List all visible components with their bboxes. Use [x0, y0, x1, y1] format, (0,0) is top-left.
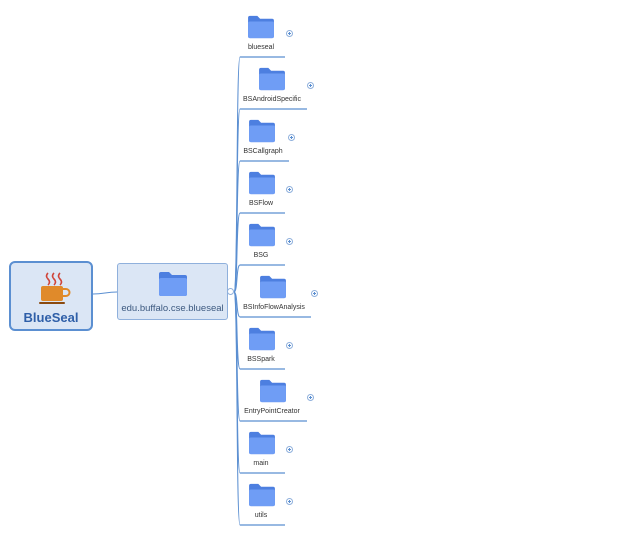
expand-icon[interactable] — [286, 446, 293, 453]
child-label: BSSpark — [247, 356, 275, 363]
expand-icon[interactable] — [307, 394, 314, 401]
folder-icon — [260, 275, 286, 299]
expand-icon[interactable] — [286, 342, 293, 349]
folder-icon — [259, 67, 285, 91]
folder — [248, 119, 276, 148]
child-label: EntryPointCreator — [244, 408, 300, 415]
folder — [248, 171, 276, 200]
expand-icon[interactable] — [307, 82, 314, 89]
collapse-toggle[interactable] — [227, 288, 234, 295]
expand-icon[interactable] — [286, 186, 293, 193]
folder-icon — [249, 483, 275, 507]
folder-icon — [249, 223, 275, 247]
coffee-cup-icon — [39, 272, 71, 304]
folder — [247, 15, 275, 44]
folder — [259, 379, 287, 408]
folder-icon — [248, 15, 274, 39]
child-label: BSInfoFlowAnalysis — [243, 304, 305, 311]
folder — [248, 327, 276, 356]
expand-icon[interactable] — [286, 498, 293, 505]
expand-icon[interactable] — [286, 238, 293, 245]
child-label: main — [253, 460, 269, 467]
root-to-package-line — [92, 291, 118, 295]
folder — [248, 483, 276, 512]
root-node[interactable]: BlueSeal — [9, 261, 93, 331]
expand-icon[interactable] — [311, 290, 318, 297]
package-node[interactable]: edu.buffalo.cse.blueseal — [117, 263, 228, 320]
package-label: edu.buffalo.cse.blueseal — [121, 303, 224, 314]
folder-icon — [249, 171, 275, 195]
folder — [248, 223, 276, 252]
folder-icon — [159, 272, 187, 296]
expand-icon[interactable] — [286, 30, 293, 37]
folder-icon — [249, 327, 275, 351]
root-label: BlueSeal — [23, 310, 79, 325]
child-label: BSFlow — [248, 200, 274, 207]
branch-line — [233, 291, 241, 526]
child-label: BSAndroidSpecific — [243, 96, 301, 103]
child-label: blueseal — [247, 44, 275, 51]
folder-icon — [249, 431, 275, 455]
folder — [259, 275, 287, 304]
folder — [248, 431, 276, 460]
branch-line — [233, 212, 241, 293]
folder-icon — [249, 119, 275, 143]
child-label: BSCallgraph — [243, 148, 283, 155]
expand-icon[interactable] — [288, 134, 295, 141]
branch-line — [233, 264, 241, 293]
folder-icon — [260, 379, 286, 403]
child-label: utils — [254, 512, 268, 519]
child-label: BSG — [253, 252, 269, 259]
folder — [258, 67, 286, 96]
